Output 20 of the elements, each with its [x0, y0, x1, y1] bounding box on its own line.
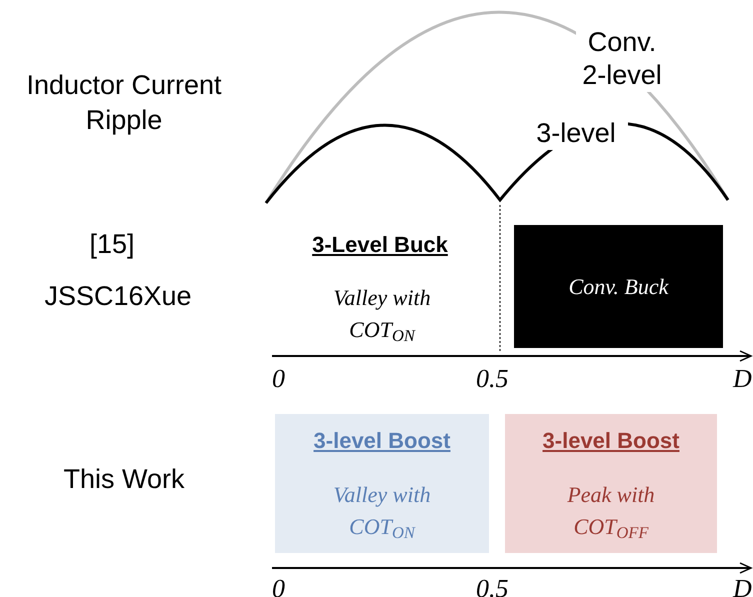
control-description: Peak with COT$_{OFF}$	[566, 481, 656, 543]
tick-label: 0.5	[476, 363, 510, 395]
mode-heading: Conv. Buck	[568, 273, 668, 301]
tick-label: 0	[272, 573, 286, 597]
tick-label: 0.5	[476, 573, 510, 597]
reference-number: [15]	[88, 228, 136, 261]
axis-label: D	[733, 573, 753, 597]
row-title: Inductor Current Ripple	[25, 69, 223, 137]
control-description: Valley with COT$_{ON}$	[332, 284, 432, 346]
mode-heading: 3-Level Buck	[311, 231, 449, 259]
mode-box	[505, 414, 717, 553]
row-title: JSSC16Xue	[43, 280, 193, 313]
tick-label: 0	[272, 363, 286, 395]
mode-box	[514, 225, 723, 348]
mode-heading: 3-level Boost	[314, 427, 450, 455]
axis-label: D	[733, 363, 753, 395]
mode-heading: 3-level Boost	[542, 427, 680, 455]
row-title: This Work	[62, 463, 186, 496]
mode-box	[275, 414, 489, 553]
control-description: Valley with COT$_{ON}$	[332, 481, 432, 543]
